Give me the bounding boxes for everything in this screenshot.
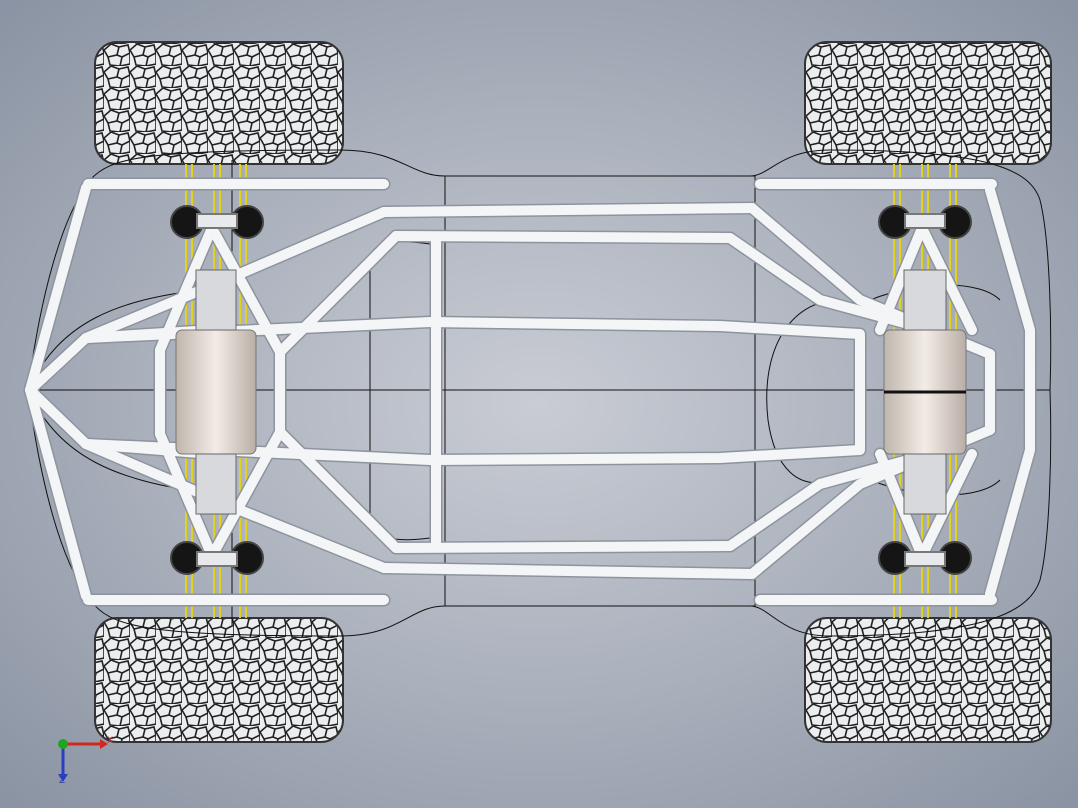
axis-z-label: Z bbox=[59, 776, 66, 786]
rear-shock-absorber[interactable] bbox=[883, 269, 967, 515]
tire-rear-right[interactable] bbox=[804, 617, 1052, 743]
tire-front-left[interactable] bbox=[94, 41, 344, 165]
axis-x-label: X bbox=[107, 736, 114, 746]
tire-front-right[interactable] bbox=[94, 617, 344, 743]
axis-triad-icon bbox=[58, 739, 108, 782]
rear-left-bearings[interactable] bbox=[878, 205, 972, 239]
rear-right-bearings[interactable] bbox=[878, 541, 972, 575]
front-right-bearings[interactable] bbox=[170, 541, 264, 575]
front-shock-absorber[interactable] bbox=[175, 269, 257, 515]
front-left-bearings[interactable] bbox=[170, 205, 264, 239]
axis-triad: X Z bbox=[50, 730, 120, 790]
tire-rear-left[interactable] bbox=[804, 41, 1052, 165]
